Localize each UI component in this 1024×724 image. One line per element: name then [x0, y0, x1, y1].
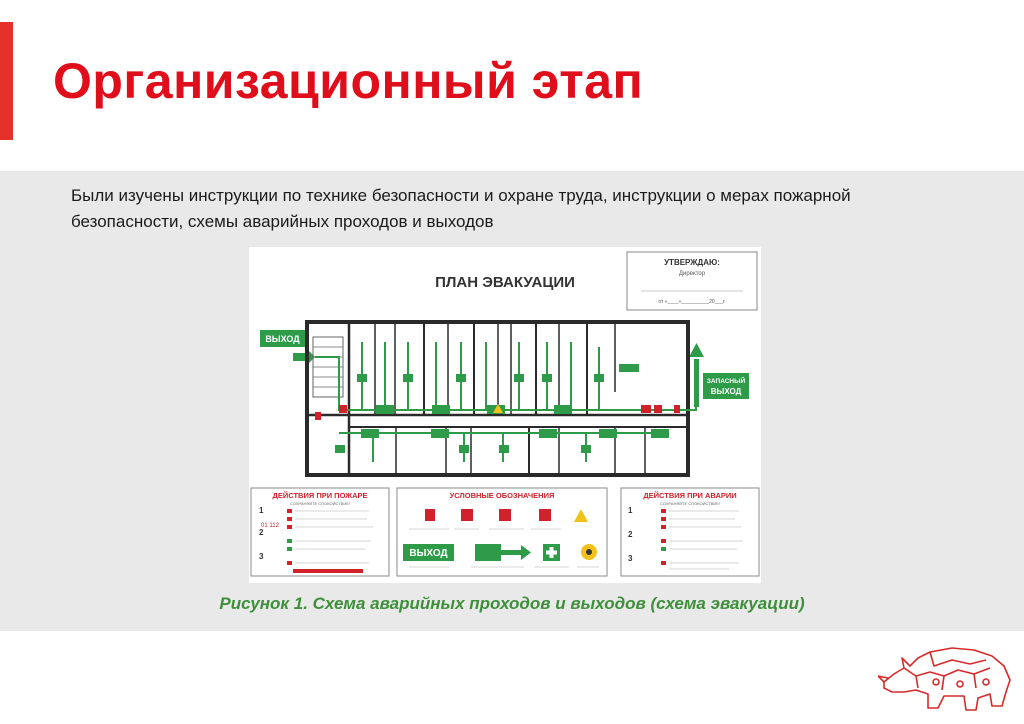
svg-text:ВЫХОД: ВЫХОД: [265, 334, 300, 344]
svg-text:2: 2: [628, 530, 633, 539]
accident-actions-title: ДЕЙСТВИЯ ПРИ АВАРИИ: [643, 491, 736, 500]
exit-sign-right: ЗАПАСНЫЙ ВЫХОД: [689, 343, 749, 407]
figure-caption: Рисунок 1. Схема аварийных проходов и вы…: [219, 594, 805, 613]
svg-text:ЗАПАСНЫЙ: ЗАПАСНЫЙ: [707, 376, 746, 385]
evacuation-plan-figure: ПЛАН ЭВАКУАЦИИ УТВЕРЖДАЮ: Директор от «_…: [249, 247, 761, 583]
svg-text:ВЫХОД: ВЫХОД: [711, 387, 742, 396]
approval-role: Директор: [679, 271, 706, 277]
legend-title: УСЛОВНЫЕ ОБОЗНАЧЕНИЯ: [450, 491, 555, 500]
approval-date: от «____»__________20___г.: [658, 299, 725, 305]
fire-actions-box: ДЕЙСТВИЯ ПРИ ПОЖАРЕ СОХРАНЯЙТЕ СПОКОЙСТВ…: [250, 487, 390, 577]
fire-equipment-markers: [315, 405, 680, 420]
intro-text: Были изучены инструкции по технике безоп…: [71, 186, 851, 231]
warning-sign-icon: [493, 404, 503, 413]
svg-text:3: 3: [259, 552, 264, 561]
floor-plan: [305, 320, 690, 477]
svg-text:2: 2: [259, 528, 264, 537]
fire-actions-title: ДЕЙСТВИЯ ПРИ ПОЖАРЕ: [272, 491, 367, 500]
route-markers: [335, 364, 669, 453]
svg-text:3: 3: [628, 554, 633, 563]
legend-box: УСЛОВНЫЕ ОБОЗНАЧЕНИЯ ВЫХОД: [396, 487, 608, 577]
svg-text:1: 1: [628, 506, 633, 515]
exit-sign-left: ВЫХОД: [260, 330, 315, 367]
fire-actions-subtitle: СОХРАНЯЙТЕ СПОКОЙСТВИЕ!: [290, 501, 350, 506]
slide-title: Организационный этап: [53, 53, 644, 109]
accident-actions-subtitle: СОХРАНЯЙТЕ СПОКОЙСТВИЕ!: [660, 501, 720, 506]
approval-title: УТВЕРЖДАЮ:: [664, 258, 720, 267]
approval-box: УТВЕРЖДАЮ: Директор от «____»__________2…: [626, 251, 758, 311]
emergency-phone: 01 112: [261, 523, 280, 529]
svg-text:1: 1: [259, 506, 264, 515]
accent-bar: [0, 22, 13, 140]
evacuation-routes: [315, 342, 697, 462]
rhino-logo-icon: [878, 647, 1011, 711]
plan-title: ПЛАН ЭВАКУАЦИИ: [435, 274, 575, 291]
accident-actions-box: ДЕЙСТВИЯ ПРИ АВАРИИ СОХРАНЯЙТЕ СПОКОЙСТВ…: [620, 487, 760, 577]
legend-exit-sign: ВЫХОД: [409, 548, 447, 559]
